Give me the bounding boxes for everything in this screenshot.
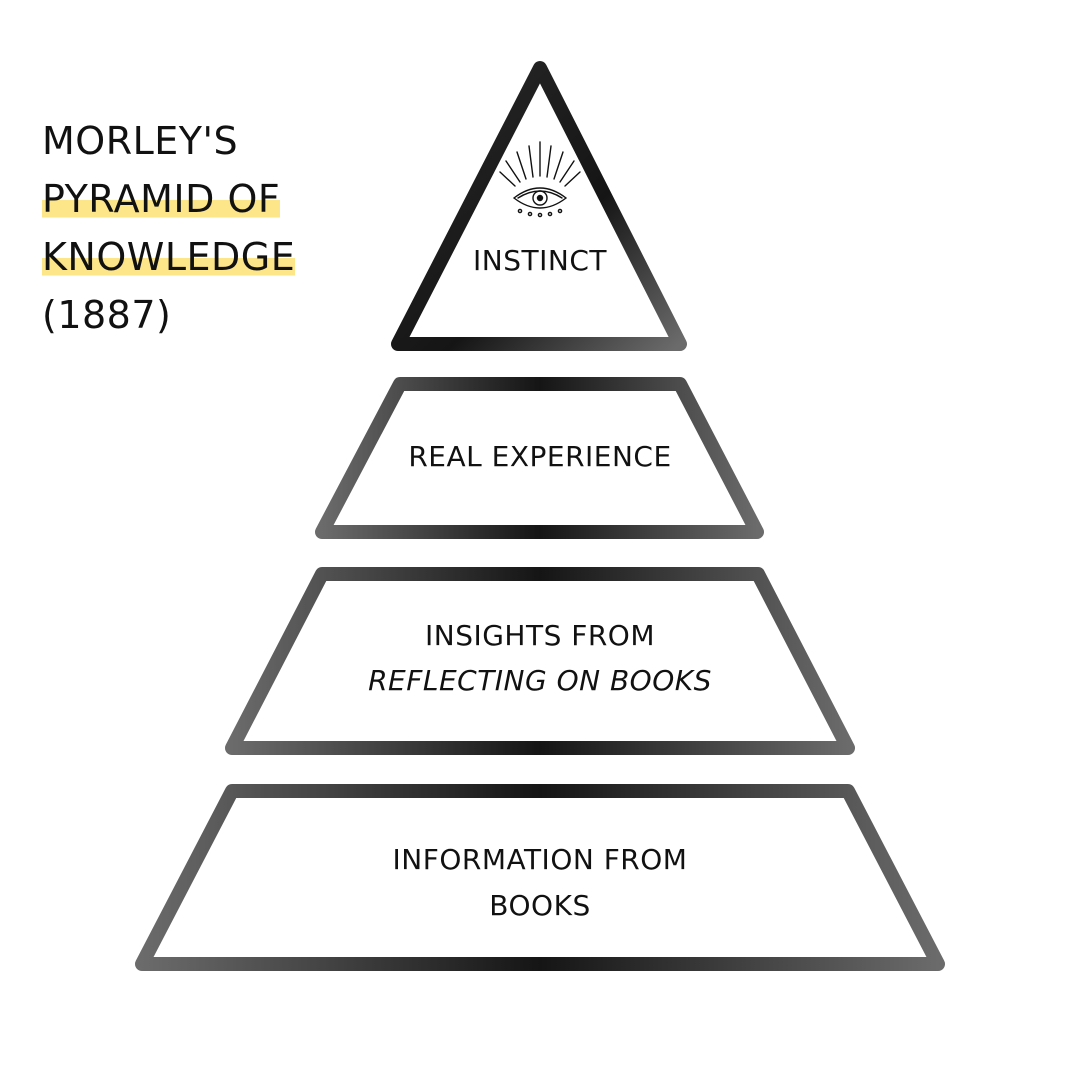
- tier-shape-insights: [225, 567, 855, 755]
- tier-label-real-experience: REAL EXPERIENCE: [408, 440, 671, 473]
- title-highlight-2: KNOWLEDGE: [42, 235, 296, 279]
- pyramid-tier-information: INFORMATION FROM BOOKS: [135, 784, 945, 971]
- pyramid-tier-real-experience: REAL EXPERIENCE: [315, 377, 764, 539]
- tier-label-information-line-1: INFORMATION FROM: [393, 843, 688, 876]
- tier-label-instinct: INSTINCT: [473, 244, 607, 277]
- tier-label-insights-line-2: REFLECTING ON BOOKS: [368, 664, 712, 697]
- title-line-1: MORLEY'S: [42, 119, 239, 163]
- all-seeing-eye-icon: [499, 141, 581, 218]
- pyramid-tier-instinct: INSTINCT: [391, 61, 687, 351]
- pyramid-tier-insights: INSIGHTS FROM REFLECTING ON BOOKS: [225, 567, 855, 755]
- tier-shape-information: [135, 784, 945, 971]
- title-line-2: PYRAMID OF: [42, 170, 342, 228]
- title-line-3: KNOWLEDGE: [42, 228, 342, 286]
- tier-label-insights-line-1: INSIGHTS FROM: [425, 619, 655, 652]
- tier-shape-real-experience: [315, 377, 764, 539]
- title-highlight-1: PYRAMID OF: [42, 177, 281, 221]
- diagram-title: MORLEY'S PYRAMID OF KNOWLEDGE (1887): [42, 112, 342, 344]
- tier-shape-instinct: [391, 61, 687, 351]
- title-line-4: (1887): [42, 293, 172, 337]
- tier-label-information-line-2: BOOKS: [489, 889, 590, 922]
